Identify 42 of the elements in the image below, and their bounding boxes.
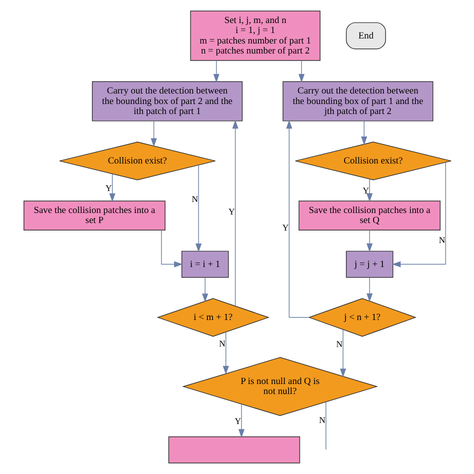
arrow [108,174,115,202]
node-box: End [345,22,386,50]
arrow [339,329,346,378]
edge-label: Y [105,182,112,193]
arrow [222,332,228,375]
edge-label: Y [228,206,234,217]
edge-label: Y [362,185,369,196]
node-diamond: P is not null and Q is not null? [182,357,378,416]
arrow [366,277,372,302]
edge-label: N [318,415,325,426]
node-diamond: Collision exist? [294,142,451,180]
node-box: j = j + 1 [345,250,393,278]
arrow [150,120,156,147]
arrow [366,178,372,202]
node-box: Save the collision patches into a set P [23,200,165,230]
node-diamond: j < n + 1? [308,298,416,337]
arrow [232,120,238,306]
edge-label: Y [234,416,241,426]
arrow [160,230,182,268]
arrow [286,120,310,318]
arrow [202,277,208,302]
arrow [212,60,219,83]
connector [325,402,326,450]
edge-label: Y [282,222,288,232]
node-box: i = i + 1 [180,250,228,278]
node-box [168,436,300,464]
arrow [360,120,367,146]
arrow [391,162,446,268]
edge-label: N [218,338,225,349]
node-diamond: Collision exist? [58,142,216,180]
node-diamond: i < m + 1? [156,298,270,337]
edge-label: N [191,194,198,204]
node-box: Carry out the detection between the bounding box of part 2 and the ith patch of part 1 [91,81,242,122]
node-box: Set i, j, m, and n i = 1, j = 1 m = patches number of part 1 n = patches number of part 2 [190,10,320,61]
arrow [238,404,244,438]
arrow [366,230,372,252]
arrow [195,164,202,252]
node-box: Carry out the detection between the bounding box of part 1 and the jth patch of part 2 [282,81,433,122]
arrow [298,60,304,83]
edge-label: N [336,338,342,349]
edge-label: N [438,235,445,246]
node-box: Save the collision patches into a set Q [298,200,440,230]
